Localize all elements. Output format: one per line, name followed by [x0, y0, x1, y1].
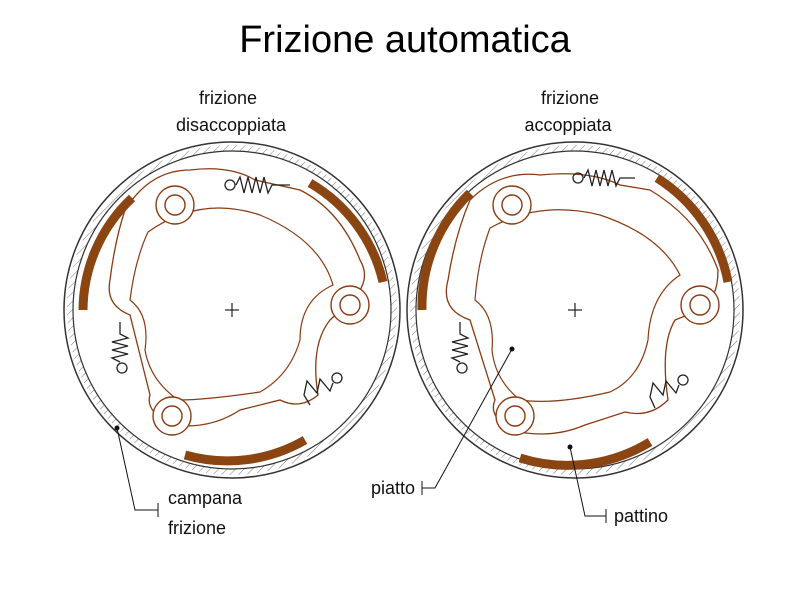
right-clutch-drum — [406, 141, 744, 479]
right-caption-line1: frizione — [541, 88, 599, 108]
right-caption-line2: accoppiata — [524, 115, 612, 135]
center-mark — [568, 303, 582, 317]
return-springs — [450, 168, 689, 409]
clutch-plate — [445, 173, 720, 436]
left-caption-line2: disaccoppiata — [176, 115, 287, 135]
piatto-label: piatto — [371, 478, 415, 498]
callout-piatto: piatto — [371, 346, 515, 498]
campana-label-line1: campana — [168, 488, 243, 508]
diagram-title: Frizione automatica — [239, 19, 571, 61]
left-caption-line1: frizione — [199, 88, 257, 108]
clutch-bell-housing — [63, 141, 401, 479]
callout-pattino: pattino — [567, 444, 668, 526]
callout-campana-frizione: campana frizione — [114, 425, 243, 538]
clutch-plate — [108, 168, 370, 436]
left-clutch-drum — [63, 141, 401, 479]
return-springs — [110, 175, 343, 406]
campana-label-line2: frizione — [168, 518, 226, 538]
pattino-label: pattino — [614, 506, 668, 526]
clutch-shoes — [78, 179, 388, 466]
center-mark — [225, 303, 239, 317]
clutch-shoes — [417, 174, 733, 470]
